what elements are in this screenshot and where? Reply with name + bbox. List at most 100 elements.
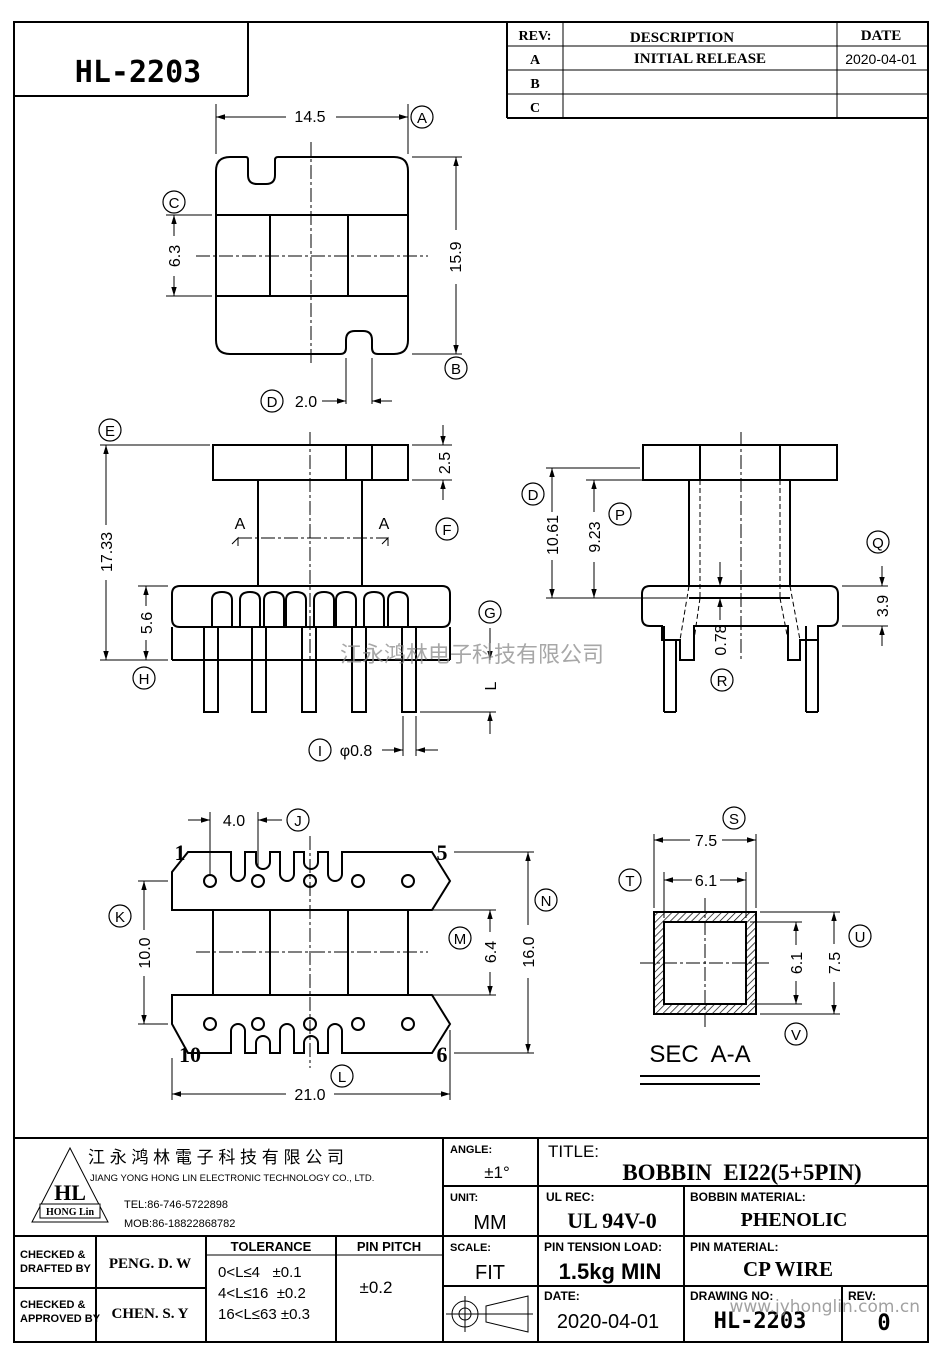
svg-text:K: K xyxy=(115,909,125,926)
bubble-a: A xyxy=(410,105,434,129)
company-name-en: JIANG YONG HONG LIN ELECTRONIC TECHNOLOG… xyxy=(90,1173,374,1184)
scale-value: FIT xyxy=(475,1262,505,1284)
description-header: DESCRIPTION xyxy=(630,30,734,46)
dim-16-0: 16.0 xyxy=(521,936,538,967)
bubble-u: U xyxy=(848,924,872,948)
svg-text:J: J xyxy=(294,813,302,830)
pin-hole-top-4 xyxy=(351,874,365,888)
svg-text:T: T xyxy=(625,873,634,890)
svg-text:U: U xyxy=(855,929,866,946)
rev-row-a-desc: INITIAL RELEASE xyxy=(634,51,766,67)
bubble-k: K xyxy=(108,904,132,928)
rev-header: REV: xyxy=(519,29,552,44)
watermark-url: www.jyhonglin.com.cn xyxy=(729,1297,920,1317)
dim-21-0: 21.0 xyxy=(294,1087,325,1104)
tension-value: 1.5kg MIN xyxy=(559,1259,662,1284)
scale-label: SCALE: xyxy=(450,1242,491,1254)
pin-hole-top-5 xyxy=(401,874,415,888)
dim-17-33: 17.33 xyxy=(99,532,116,572)
dim-9-23: 9.23 xyxy=(587,521,604,552)
front-slot-5 xyxy=(363,590,385,627)
dim-7-5-side: 7.5 xyxy=(827,952,844,974)
section-a-a: 7.5 6.1 6.1 7.5 SEC A-A xyxy=(640,833,844,1085)
pin-label-6: 6 xyxy=(437,1042,448,1067)
dim-6-3: 6.3 xyxy=(167,245,184,267)
rev-row-c: C xyxy=(530,101,540,116)
drawing-no-label: DRAWING NO: xyxy=(690,1289,773,1303)
svg-text:L: L xyxy=(338,1069,346,1086)
rev-row-a-date: 2020-04-01 xyxy=(845,51,917,67)
pin-hole-bottom-4 xyxy=(351,1017,365,1031)
pin-material-value: CP WIRE xyxy=(743,1257,833,1281)
bubble-t: T xyxy=(618,868,642,892)
bubble-h: H xyxy=(132,666,156,690)
section-title: SEC A-A xyxy=(649,1041,750,1068)
bubble-l: L xyxy=(330,1064,354,1088)
company-mob: MOB:86-18822868782 xyxy=(124,1218,235,1230)
svg-text:S: S xyxy=(729,811,739,828)
dim-3-9: 3.9 xyxy=(875,595,892,617)
bubble-f: F xyxy=(435,517,459,541)
dim-10-0: 10.0 xyxy=(137,937,154,968)
svg-text:E: E xyxy=(105,423,115,440)
section-mark-a-right: A xyxy=(379,516,390,533)
bottom-pin-holes xyxy=(203,874,415,1031)
svg-text:C: C xyxy=(169,195,180,212)
angle-value: ±1° xyxy=(484,1163,510,1182)
bubble-g: G xyxy=(478,600,502,624)
front-pin-1 xyxy=(203,626,219,713)
svg-text:N: N xyxy=(541,893,552,910)
pin-label-10: 10 xyxy=(179,1042,201,1067)
approved-by-name: CHEN. S. Y xyxy=(112,1306,189,1322)
pin-pitch-label: PIN PITCH xyxy=(357,1239,421,1254)
unit-label: UNIT: xyxy=(450,1192,478,1204)
section-mark-a-left: A xyxy=(235,516,246,533)
top-view: 14.5 15.9 6.3 2.0 xyxy=(166,104,465,411)
bubble-j: J xyxy=(286,808,310,832)
pin-label-1: 1 xyxy=(175,840,186,865)
material-value: PHENOLIC xyxy=(741,1209,848,1231)
rev-value: 0 xyxy=(877,1311,890,1336)
title-block: HL HONG Lin 江 永 鸿 林 電 子 科 技 有 限 公 司 JIAN… xyxy=(14,1137,928,1342)
svg-text:M: M xyxy=(454,931,467,948)
dim-2-0: 2.0 xyxy=(295,394,317,411)
logo-subtext: HONG Lin xyxy=(46,1207,95,1218)
side-view: 10.61 9.23 3.9 0.78 xyxy=(545,432,892,713)
tolerance-row-3: 16<L≤63 ±0.3 xyxy=(218,1306,310,1323)
part-number-box: HL-2203 xyxy=(14,22,249,97)
bubble-m: M xyxy=(448,926,472,950)
front-pin-3 xyxy=(301,626,317,713)
front-pin-2 xyxy=(251,626,267,713)
svg-text:F: F xyxy=(442,522,451,539)
bubble-p: P xyxy=(608,502,632,526)
title-value: BOBBIN EI22(5+5PIN) xyxy=(622,1160,861,1185)
front-slot-center-right xyxy=(313,590,335,627)
front-slot-center-left xyxy=(285,590,307,627)
checked-approved-label-2: APPROVED BY xyxy=(20,1313,101,1325)
date-value: 2020-04-01 xyxy=(557,1311,659,1333)
company-name-cn: 江 永 鸿 林 電 子 科 技 有 限 公 司 xyxy=(88,1148,344,1167)
dim-phi-0-8: φ0.8 xyxy=(340,743,373,760)
svg-text:A: A xyxy=(417,110,427,127)
company-logo: HL HONG Lin xyxy=(31,1146,109,1223)
front-slot-3 xyxy=(263,590,285,627)
title-label: TITLE: xyxy=(548,1142,599,1161)
tension-label: PIN TENSION LOAD: xyxy=(544,1240,662,1254)
bubble-d-top: D xyxy=(260,389,284,413)
tolerance-row-2: 4<L≤16 ±0.2 xyxy=(218,1285,306,1302)
dim-6-4: 6.4 xyxy=(483,941,500,963)
front-slot-1 xyxy=(211,590,233,627)
pin-material-label: PIN MATERIAL: xyxy=(690,1240,778,1254)
tolerance-row-1: 0<L≤4 ±0.1 xyxy=(218,1264,302,1281)
front-pin-5 xyxy=(401,626,417,713)
dim-7-5-top: 7.5 xyxy=(695,833,717,850)
tolerance-label: TOLERANCE xyxy=(231,1239,312,1254)
svg-text:P: P xyxy=(615,507,625,524)
front-slots xyxy=(211,590,409,627)
front-slot-4 xyxy=(335,590,357,627)
checked-approved-label-1: CHECKED & xyxy=(20,1299,85,1311)
pin-label-5: 5 xyxy=(437,840,448,865)
drafted-by-name: PENG. D. W xyxy=(109,1256,191,1272)
revision-table: REV: DESCRIPTION DATE A INITIAL RELEASE … xyxy=(506,22,928,119)
